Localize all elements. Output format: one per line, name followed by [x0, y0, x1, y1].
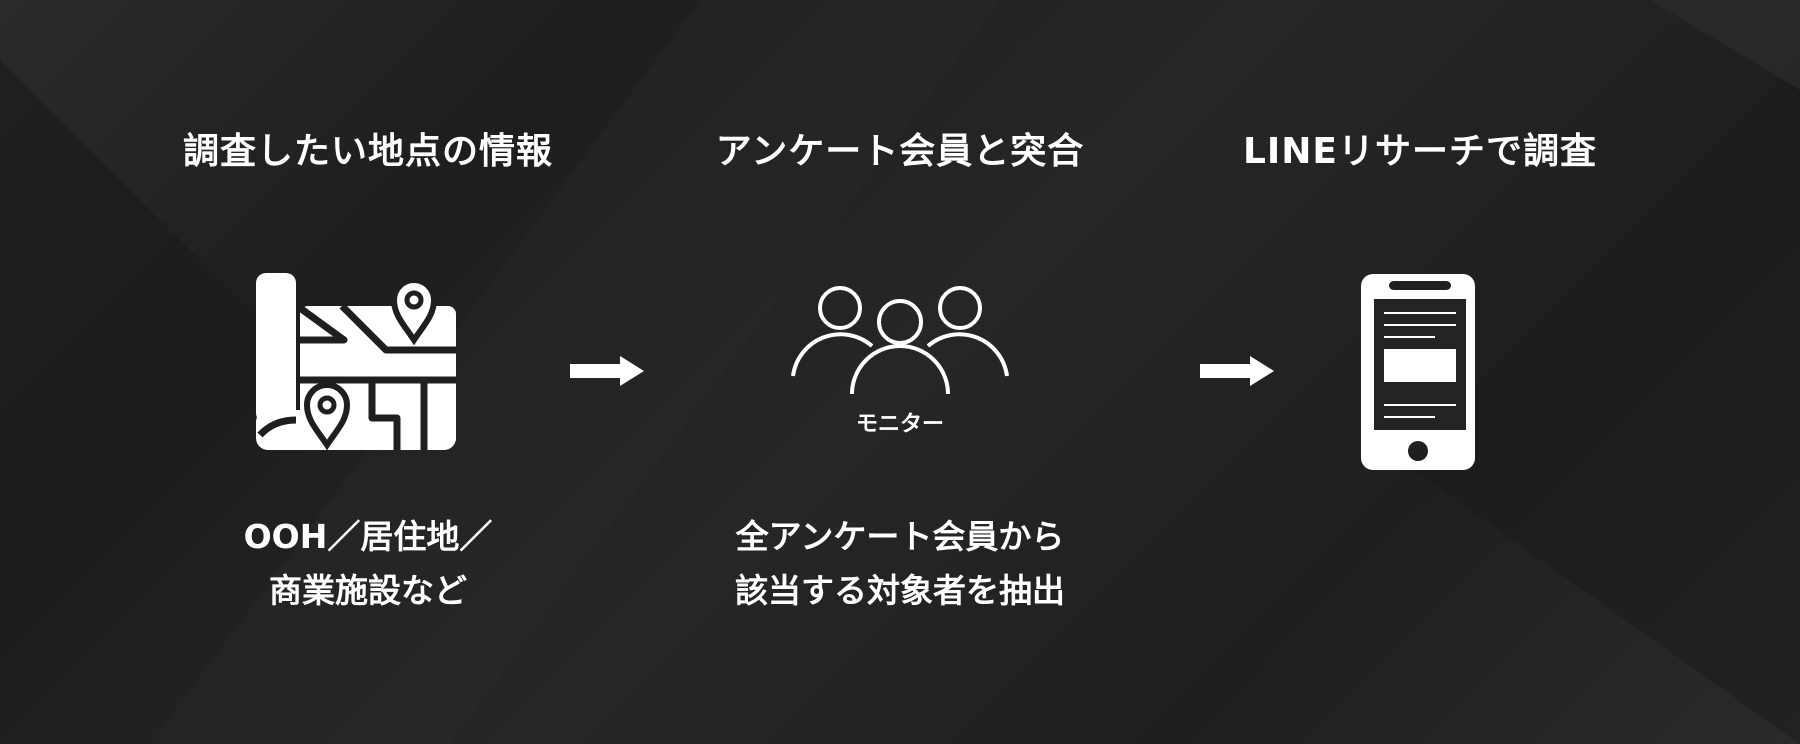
- step3-title: LINEリサーチで調査: [1242, 131, 1598, 172]
- step2-desc-line2: 該当する対象者を抽出: [735, 571, 1065, 610]
- step1-desc-line1: OOH／居住地／: [243, 517, 493, 556]
- arrow-right-icon: [1200, 356, 1274, 386]
- step1-title: 調査したい地点の情報: [182, 131, 553, 172]
- step2-description: 全アンケート会員から 該当する対象者を抽出: [640, 510, 1160, 618]
- step2-desc-line1: 全アンケート会員から: [735, 517, 1065, 556]
- monitor-label: モニター: [855, 412, 944, 437]
- arrow-right-icon: [570, 356, 644, 386]
- people-icon: [791, 286, 1009, 395]
- smartphone-icon: [1361, 274, 1475, 470]
- step2-title: アンケート会員と突合: [715, 131, 1085, 172]
- map-pin-icon: [256, 273, 456, 451]
- step1-description: OOH／居住地／ 商業施設など: [108, 510, 628, 618]
- step1-desc-line2: 商業施設など: [269, 571, 467, 610]
